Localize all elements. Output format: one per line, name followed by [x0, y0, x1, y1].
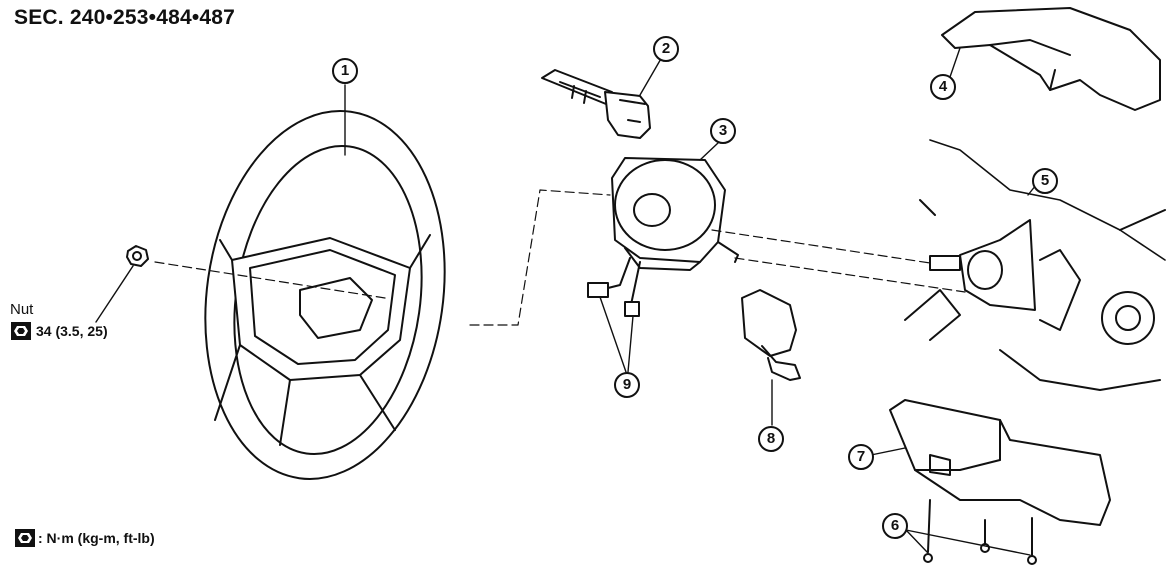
nut-label: Nut [10, 301, 34, 318]
units-legend-text: : N·m (kg-m, ft-lb) [38, 530, 155, 546]
callout-4: 4 [930, 74, 956, 100]
callout-5: 5 [1032, 168, 1058, 194]
callout-6: 6 [882, 513, 908, 539]
screws [905, 499, 1037, 565]
callout-1: 1 [332, 58, 358, 84]
units-legend: : N·m (kg-m, ft-lb) [14, 528, 155, 548]
callout-8: 8 [758, 426, 784, 452]
nut-torque-value: 34 (3.5, 25) [36, 323, 108, 339]
nut [95, 245, 149, 323]
combination-switch [541, 56, 663, 139]
section-title: SEC. 240•253•484•487 [14, 6, 236, 29]
callout-9: 9 [614, 372, 640, 398]
torque-wrench-icon [15, 529, 35, 547]
nut-torque-spec: 34 (3.5, 25) [10, 321, 108, 341]
callout-3: 3 [710, 118, 736, 144]
callout-7: 7 [848, 444, 874, 470]
steering-column-assembly [904, 139, 1166, 391]
steering-wheel [204, 84, 446, 480]
callout-2: 2 [653, 36, 679, 62]
steering-lock-unit [741, 289, 801, 426]
lower-column-cover [870, 399, 1111, 526]
upper-column-cover [941, 7, 1161, 111]
torque-wrench-icon [11, 322, 31, 340]
spiral-cable [587, 142, 739, 317]
